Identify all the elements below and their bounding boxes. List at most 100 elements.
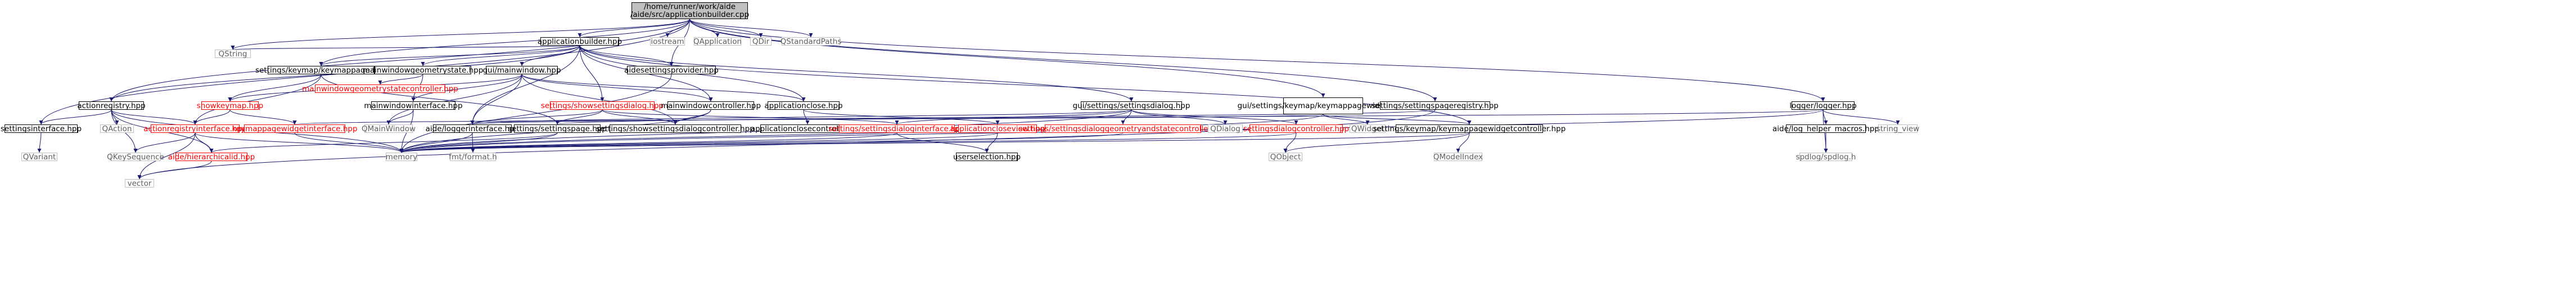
edge-mainwindowinterface_hpp-to-qmainwindow: [386, 109, 414, 125]
edge-root-to-qdir: [689, 19, 763, 38]
edge-showkeymap_hpp-to-keymappagewidgetinterface_hpp: [229, 109, 297, 125]
node-userselection-hpp[interactable]: userselection.hpp: [953, 153, 1021, 161]
node-qwidget[interactable]: QWidget: [1350, 124, 1386, 133]
node-settings-settingspageregistry-hpp[interactable]: settings/settingspageregistry.hpp: [1372, 101, 1499, 110]
node-mainwindowgeometrystate-hpp[interactable]: mainwindowgeometrystate.hpp: [363, 66, 483, 74]
node-gui-mainwindow-hpp[interactable]: gui/mainwindow.hpp: [482, 66, 561, 74]
node-applicationclosecontroller-hpp[interactable]: applicationclosecontroller.hpp: [751, 124, 864, 133]
node-label: applicationclose.hpp: [764, 101, 843, 110]
edge-aideloggerinterface_hpp-to-memory: [399, 132, 473, 153]
node-label: applicationcloseview.hpp: [950, 124, 1045, 133]
node-label: /aide/src/applicationbuilder.cpp: [630, 10, 750, 19]
node-qaction[interactable]: QAction: [100, 124, 134, 133]
node-qmodelindex[interactable]: QModelIndex: [1433, 153, 1483, 161]
node-label: keymappagewidgetinterface.hpp: [232, 124, 358, 133]
node-mainwindowgeometrystatecontroller-hpp[interactable]: mainwindowgeometrystatecontroller.hpp: [302, 84, 458, 93]
node-label: QMainWindow: [361, 124, 416, 133]
edge-keymappagewidgetinterface_hpp-to-memory: [294, 132, 404, 153]
node-gui-settings-settingsdialog-hpp[interactable]: gui/settings/settingsdialog.hpp: [1073, 101, 1190, 110]
node-label: QVariant: [22, 152, 56, 162]
node-settings-keymap-keymappagewidgetcontroller-hpp[interactable]: settings/keymap/keymappagewidgetcontroll…: [1373, 124, 1566, 133]
edge-keymappagewidgetcontroller_hpp-to-memory: [400, 132, 1470, 153]
node-string-view[interactable]: string_view: [1876, 124, 1919, 133]
node-qkeysequence[interactable]: QKeySequence: [107, 153, 164, 161]
edge-keymap_hpp-to-actionregistryinterface_hpp: [193, 74, 322, 125]
edge-settingspage_hpp-to-hierarchicalid_hpp: [209, 132, 558, 153]
edge-appbuilder_hpp-to-qstring: [231, 45, 580, 50]
node-label: /home/runner/work/aide: [643, 2, 736, 11]
node-qdialog[interactable]: QDialog: [1208, 124, 1243, 133]
edge-guisettingsdialog_hpp-to-settingsdialogcontroller_hpp: [1131, 109, 1298, 125]
node-mainwindowcontroller-hpp[interactable]: mainwindowcontroller.hpp: [661, 101, 761, 110]
node-applicationbuilder-cpp[interactable]: /home/runner/work/aide/aide/src/applicat…: [630, 2, 750, 19]
node-label: logger/logger.hpp: [1789, 101, 1857, 110]
edge-actionregistryinterface_hpp-to-vector: [137, 132, 196, 180]
node-aide-loggerinterface-hpp[interactable]: aide/loggerinterface.hpp: [426, 124, 519, 133]
node-label: settings/showsettingsdialogcontroller.hp…: [596, 124, 755, 133]
node-qmainwindow[interactable]: QMainWindow: [361, 124, 416, 133]
node-aide-hierarchicalid-hpp[interactable]: aide/hierarchicalid.hpp: [168, 153, 255, 161]
node-label: fmt/format.h: [449, 152, 497, 162]
edge-settingspageregistry_hpp-to-settingspage_hpp: [556, 109, 1436, 125]
node-label: settingsinterface.hpp: [0, 124, 82, 133]
node-label: actionregistryinterface.hpp: [143, 124, 247, 133]
node-qapplication[interactable]: QApplication: [693, 37, 742, 46]
node-keymappagewidgetinterface-hpp[interactable]: keymappagewidgetinterface.hpp: [232, 124, 358, 133]
node-spdlog-spdlog-h[interactable]: spdlog/spdlog.h: [1796, 153, 1856, 161]
node-logger-logger-hpp[interactable]: logger/logger.hpp: [1789, 101, 1857, 110]
node-label: mainwindowgeometrystate.hpp: [362, 65, 484, 75]
node-aide-log-helper-macros-hpp[interactable]: aide/log_helper_macros.hpp: [1772, 124, 1879, 133]
edge-showsettingsdialog_hpp-to-settingspage_hpp: [555, 109, 603, 125]
node-qvariant[interactable]: QVariant: [21, 153, 57, 161]
edge-applicationcloseview_hpp-to-userselection_hpp: [985, 132, 998, 153]
node-settings-settingspage-hpp[interactable]: settings/settingspage.hpp: [508, 124, 607, 133]
node-qdir[interactable]: QDir: [750, 37, 772, 46]
node-vector[interactable]: vector: [125, 179, 154, 188]
edge-keymap_hpp-to-settingspage_hpp: [321, 74, 560, 125]
edge-root-to-qstring: [231, 19, 690, 50]
node-label: QAction: [102, 124, 132, 133]
node-applicationclose-hpp[interactable]: applicationclose.hpp: [764, 101, 843, 110]
node-aidesettingsprovider-hpp[interactable]: aidesettingsprovider.hpp: [624, 65, 719, 75]
node-settings-keymap-keymappage-hpp[interactable]: settings/keymap/keymappage.hpp: [255, 66, 387, 74]
edge-applicationclose_hpp-to-applicationcloseview_hpp: [803, 109, 1000, 125]
node-iostream[interactable]: iostream: [650, 37, 685, 46]
edge-showsettingsdialog_hpp-to-showsettingsdialogcontroller_hpp: [602, 109, 678, 125]
node-label: settingsdialogcontroller.hpp: [1243, 124, 1350, 133]
node-qstandardpaths[interactable]: QStandardPaths: [781, 37, 841, 46]
node-applicationbuilder-hpp[interactable]: applicationbuilder.hpp: [538, 37, 622, 46]
node-settingsdialogcontroller-hpp[interactable]: settingsdialogcontroller.hpp: [1243, 124, 1349, 133]
node-label: settings/showsettingsdialog.hpp: [540, 101, 664, 110]
edge-guimainwindow_hpp-to-aideloggerinterface_hpp: [470, 74, 522, 125]
node-memory[interactable]: memory: [386, 153, 417, 161]
edge-mainwindowcontroller_hpp-to-showsettingsdialogcontroller_hpp: [673, 109, 711, 125]
node-applicationcloseview-hpp[interactable]: applicationcloseview.hpp: [950, 124, 1045, 133]
edge-guikeymapwidget_hpp-to-memory: [399, 114, 1324, 153]
edge-guimainwindow_hpp-to-qmainwindow: [386, 74, 522, 125]
edge-keymap_hpp-to-showkeymap_hpp: [228, 74, 322, 102]
node-settings-showsettingsdialogcontroller-hpp[interactable]: settings/showsettingsdialogcontroller.hp…: [596, 124, 755, 133]
edge-applicationclose_hpp-to-applicationclosecontroller_hpp: [803, 109, 810, 125]
node-label: settings/settingsdialoggeometryandstatec…: [1018, 124, 1228, 133]
edge-logger_hpp-to-string_view: [1822, 109, 1900, 125]
node-settings-settingsdialoggeometryandstatecontroller-hpp[interactable]: settings/settingsdialoggeometryandstatec…: [1018, 124, 1228, 133]
edge-hierarchicalid_hpp-to-vector: [137, 160, 212, 180]
node-mainwindowinterface-hpp[interactable]: mainwindowinterface.hpp: [364, 101, 463, 110]
node-actionregistry-hpp[interactable]: actionregistry.hpp: [77, 101, 146, 110]
node-settingsinterface-hpp[interactable]: settingsinterface.hpp: [1, 124, 82, 133]
edge-actionregistryinterface_hpp-to-memory: [195, 132, 404, 153]
node-label: QWidget: [1351, 124, 1384, 133]
edge-aidesettingsprovider_hpp-to-memory: [399, 74, 672, 153]
edge-appbuilder_hpp-to-keymap_hpp: [319, 45, 580, 66]
node-settings-showsettingsdialog-hpp[interactable]: settings/showsettingsdialog.hpp: [541, 101, 664, 110]
node-actionregistryinterface-hpp[interactable]: actionregistryinterface.hpp: [143, 124, 247, 133]
node-qstring[interactable]: QString: [215, 50, 251, 58]
edge-showsettingsdialog_hpp-to-settingsdialoginterface_hpp: [602, 109, 899, 125]
edge-actionregistry_hpp-to-actionregistryinterface_hpp: [111, 109, 197, 125]
node-fmt-format-h[interactable]: fmt/format.h: [449, 152, 497, 162]
node-qobject[interactable]: QObject: [1269, 153, 1302, 161]
node-showkeymap-hpp[interactable]: showkeymap.hpp: [197, 101, 263, 110]
node-settings-settingsdialoginterface-hpp[interactable]: settings/settingsdialoginterface.hpp: [828, 124, 966, 133]
node-gui-settings-keymap-keymappagewidget-hpp[interactable]: gui/settings/keymap/keymappagewidget.hpp: [1238, 97, 1409, 114]
node-label: aidesettingsprovider.hpp: [624, 65, 719, 75]
